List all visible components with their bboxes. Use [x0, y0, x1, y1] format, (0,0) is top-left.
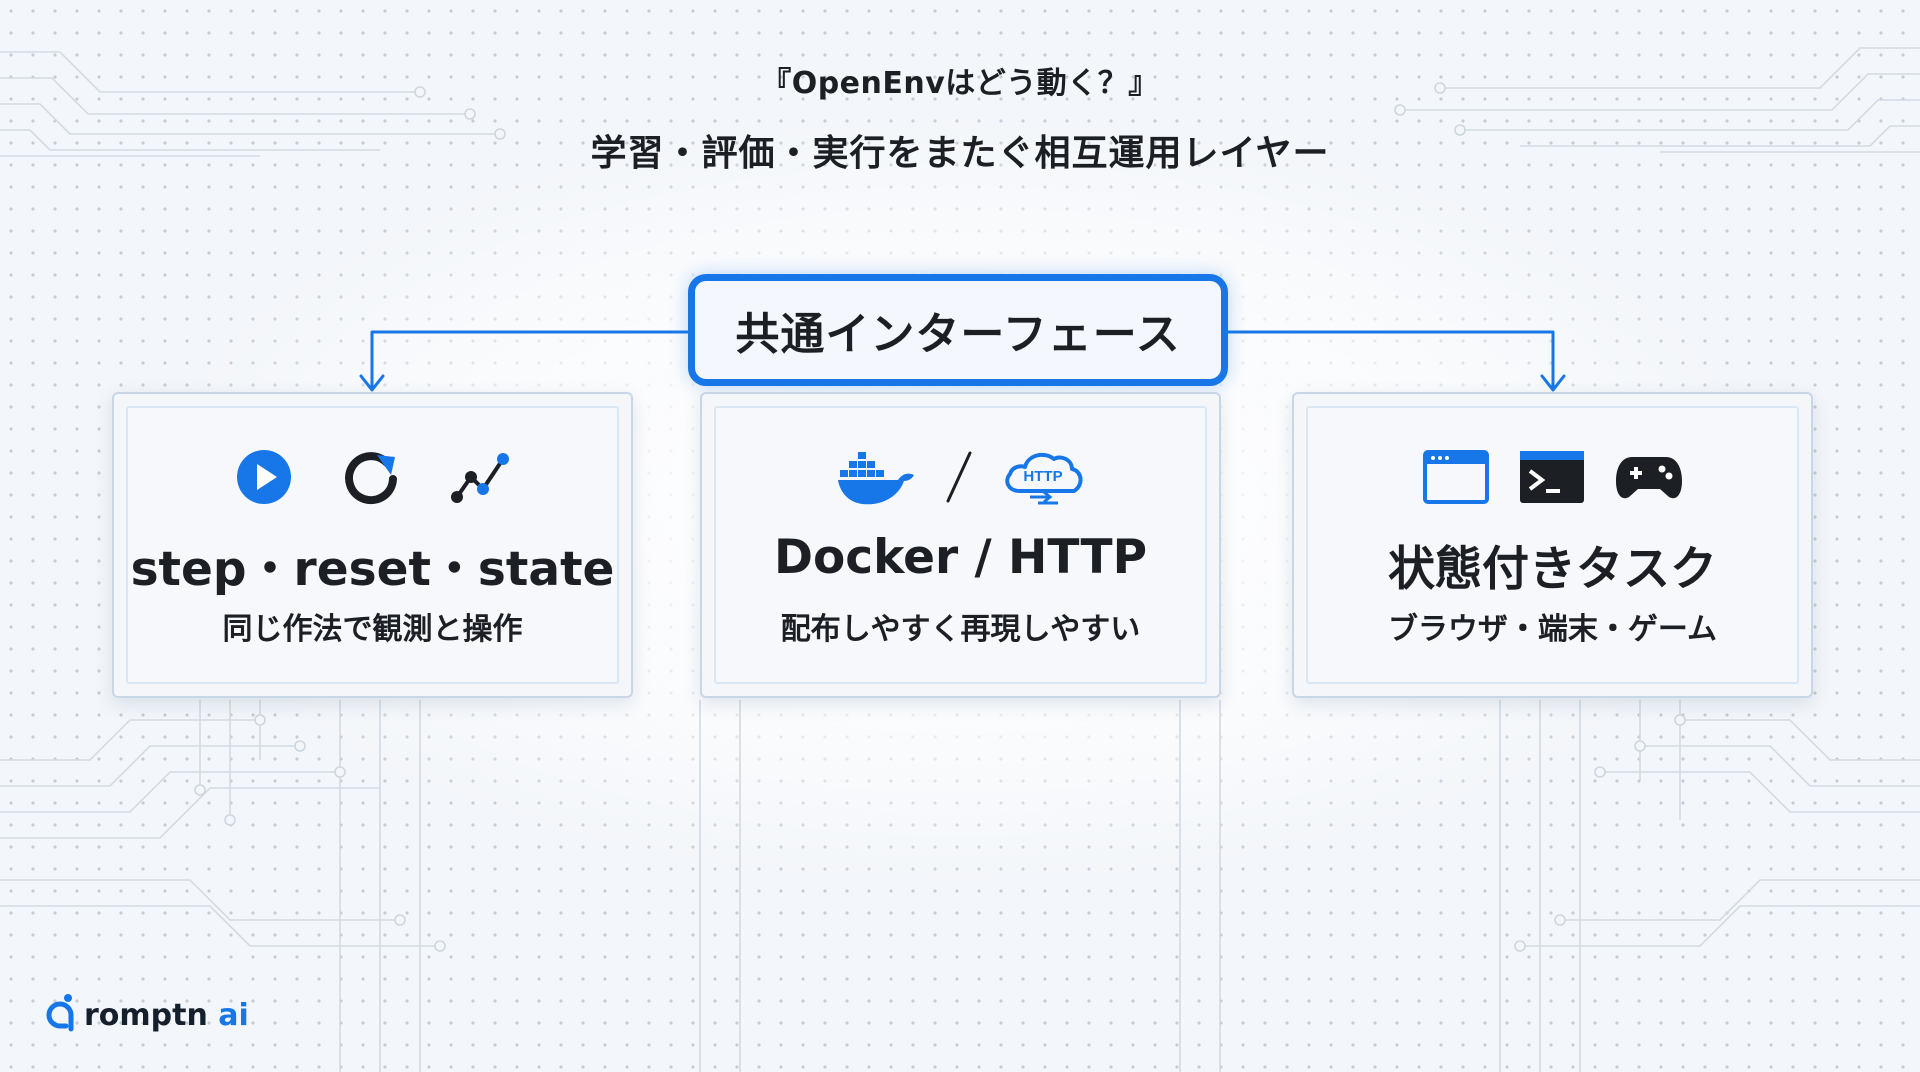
- page-title: 『OpenEnvはどう動く？』: [761, 66, 1159, 101]
- card-docker-http: HTTP Docker / HTTP 配布しやすく再現しやすい: [700, 392, 1221, 698]
- card-step-reset-state: step・reset・state 同じ作法で観測と操作: [112, 392, 633, 698]
- logo-icon: [44, 993, 78, 1037]
- card-inner: step・reset・state 同じ作法で観測と操作: [126, 406, 619, 684]
- reset-icon: [341, 447, 401, 511]
- card-inner: HTTP Docker / HTTP 配布しやすく再現しやすい: [714, 406, 1207, 684]
- common-interface-label: 共通インターフェース: [735, 309, 1181, 360]
- card-title: Docker / HTTP: [773, 530, 1148, 585]
- logo-name: romptn: [84, 997, 208, 1033]
- logo-text: romptn ai: [84, 998, 249, 1033]
- connector-left: [370, 330, 690, 390]
- arrowhead-right: [1540, 374, 1566, 392]
- card-title: 状態付きタスク: [1388, 542, 1717, 597]
- card-icons: HTTP: [716, 446, 1205, 512]
- state-graph-icon: [449, 449, 511, 509]
- http-cloud-text: HTTP: [1023, 468, 1062, 485]
- card-subtitle: ブラウザ・端末・ゲーム: [1387, 612, 1718, 647]
- slash-divider: [942, 449, 976, 509]
- card-inner: 状態付きタスク ブラウザ・端末・ゲーム: [1306, 406, 1799, 684]
- docker-icon: [836, 446, 918, 512]
- common-interface-box: 共通インターフェース: [688, 274, 1228, 386]
- play-icon: [235, 448, 293, 510]
- gamepad-icon: [1614, 451, 1684, 507]
- card-title: step・reset・state: [130, 542, 615, 597]
- logo-suffix: ai: [218, 997, 249, 1033]
- http-cloud-icon: HTTP: [1000, 445, 1086, 513]
- card-icons: [128, 446, 617, 512]
- card-subtitle: 同じ作法で観測と操作: [222, 612, 523, 647]
- card-subtitle: 配布しやすく再現しやすい: [780, 612, 1141, 647]
- card-stateful-tasks: 状態付きタスク ブラウザ・端末・ゲーム: [1292, 392, 1813, 698]
- page-subtitle: 学習・評価・実行をまたぐ相互運用レイヤー: [590, 133, 1330, 174]
- browser-window-icon: [1422, 449, 1490, 509]
- brand-logo: romptn ai: [44, 993, 249, 1037]
- card-icons: [1308, 446, 1797, 512]
- connector-right: [1226, 330, 1555, 390]
- terminal-icon: [1518, 449, 1586, 509]
- arrowhead-left: [359, 374, 385, 392]
